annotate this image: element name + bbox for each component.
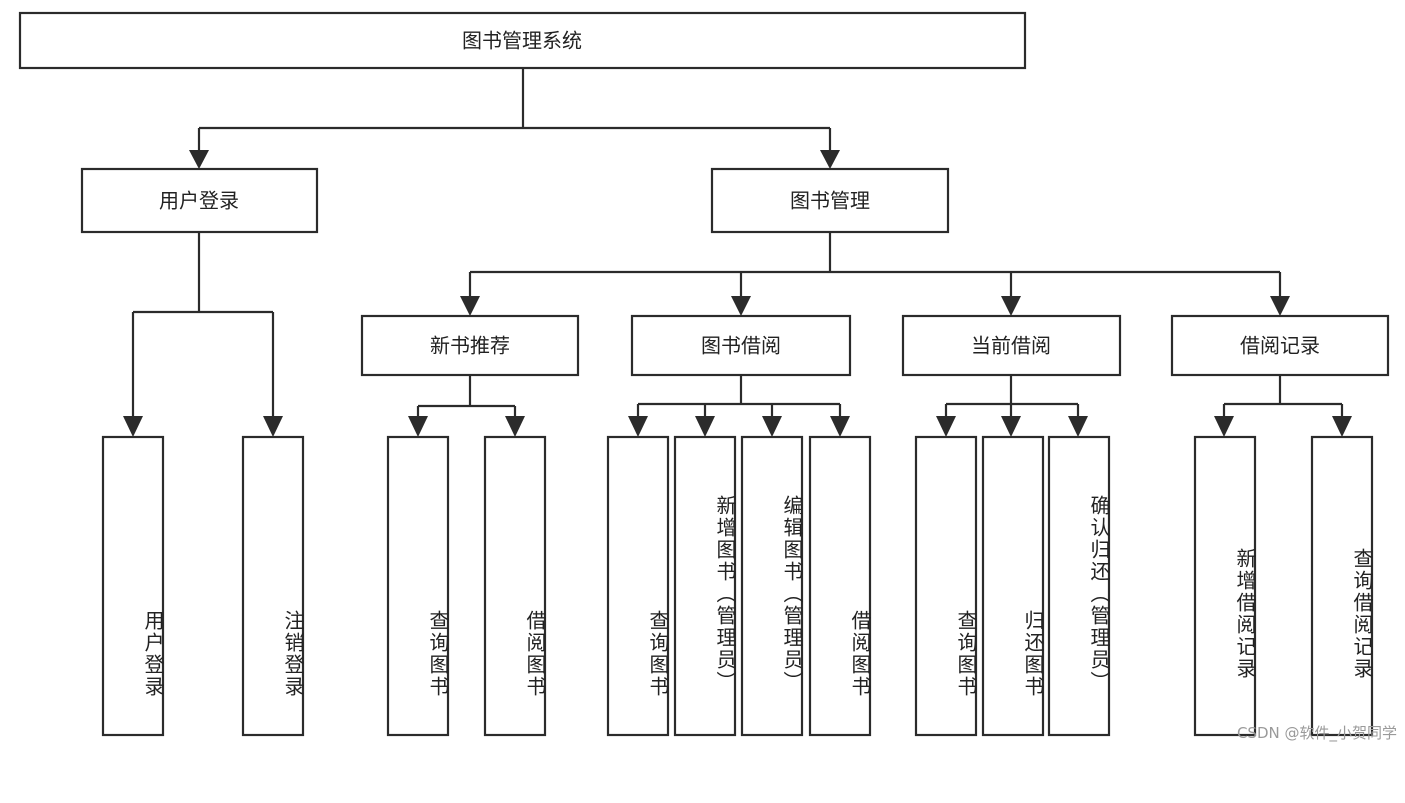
node-leaf-user-login[interactable] [101, 435, 165, 737]
edge-new-book-recommend-to-leaves [408, 375, 525, 437]
node-user-login-label: 用户登录 [159, 189, 239, 213]
node-current-borrow[interactable]: 当前借阅 [901, 314, 1122, 377]
arrow-head-book-borrow [731, 296, 751, 316]
arrow-head-leaf-query-book-1 [408, 416, 428, 437]
arrow-head-leaf-query-record [1332, 416, 1352, 437]
node-root-label: 图书管理系统 [462, 29, 582, 53]
node-book-manage[interactable]: 图书管理 [710, 167, 950, 234]
diagram-svg: 图书管理系统 用户登录 图书管理 新书推荐 图书借阅 当前借阅 借阅记录 [18, 11, 1390, 737]
arrow-head-leaf-user-logout [263, 416, 283, 437]
arrow-head-leaf-borrow-book-1 [505, 416, 525, 437]
arrow-head-current-borrow [1001, 296, 1021, 316]
node-leaf-add-record[interactable] [1193, 435, 1257, 737]
node-current-borrow-label: 当前借阅 [971, 334, 1051, 358]
node-leaf-query-book-1[interactable] [386, 435, 450, 737]
node-user-login[interactable]: 用户登录 [80, 167, 319, 234]
arrow-head-leaf-return-book [1001, 416, 1021, 437]
node-leaf-borrow-book-2[interactable] [808, 435, 872, 737]
arrow-head-leaf-add-book [695, 416, 715, 437]
node-book-borrow-label: 图书借阅 [701, 334, 781, 358]
arrow-head-borrow-record [1270, 296, 1290, 316]
node-new-book-recommend[interactable]: 新书推荐 [360, 314, 580, 377]
arrow-head-leaf-query-book-2 [628, 416, 648, 437]
arrow-head-user-login [189, 150, 209, 169]
node-root[interactable]: 图书管理系统 [18, 11, 1027, 70]
node-leaf-add-book[interactable] [673, 435, 737, 737]
arrow-head-leaf-user-login [123, 416, 143, 437]
arrow-head-new-book-recommend [460, 296, 480, 316]
arrow-head-leaf-add-record [1214, 416, 1234, 437]
node-leaf-query-book-3[interactable] [914, 435, 978, 737]
node-book-manage-label: 图书管理 [790, 189, 870, 213]
diagram-canvas: 图书管理系统 用户登录 图书管理 新书推荐 图书借阅 当前借阅 借阅记录 [18, 11, 1397, 742]
edge-root-to-level2 [189, 68, 840, 169]
edge-user-login-to-leaves [123, 232, 283, 437]
node-leaf-borrow-book-1[interactable] [483, 435, 547, 737]
arrow-head-leaf-edit-book [762, 416, 782, 437]
node-book-borrow[interactable]: 图书借阅 [630, 314, 852, 377]
node-leaf-user-logout[interactable] [241, 435, 305, 737]
node-leaf-edit-book[interactable] [740, 435, 804, 737]
arrow-head-leaf-query-book-3 [936, 416, 956, 437]
node-leaf-confirm-return[interactable] [1047, 435, 1111, 737]
node-borrow-record[interactable]: 借阅记录 [1170, 314, 1390, 377]
node-new-book-recommend-label: 新书推荐 [430, 334, 510, 358]
node-leaf-query-book-2[interactable] [606, 435, 670, 737]
arrow-head-leaf-borrow-book-2 [830, 416, 850, 437]
node-borrow-record-label: 借阅记录 [1240, 334, 1320, 358]
arrow-head-book-manage [820, 150, 840, 169]
arrow-head-leaf-confirm-return [1068, 416, 1088, 437]
edge-current-borrow-to-leaves [936, 375, 1088, 437]
edge-borrow-record-to-leaves [1214, 375, 1352, 437]
node-leaf-query-record[interactable] [1310, 435, 1374, 737]
watermark-text: CSDN @软件_小贺同学 [1236, 724, 1397, 742]
node-leaf-return-book[interactable] [981, 435, 1045, 737]
edge-book-manage-to-level3 [460, 232, 1290, 316]
edge-book-borrow-to-leaves [628, 375, 850, 437]
